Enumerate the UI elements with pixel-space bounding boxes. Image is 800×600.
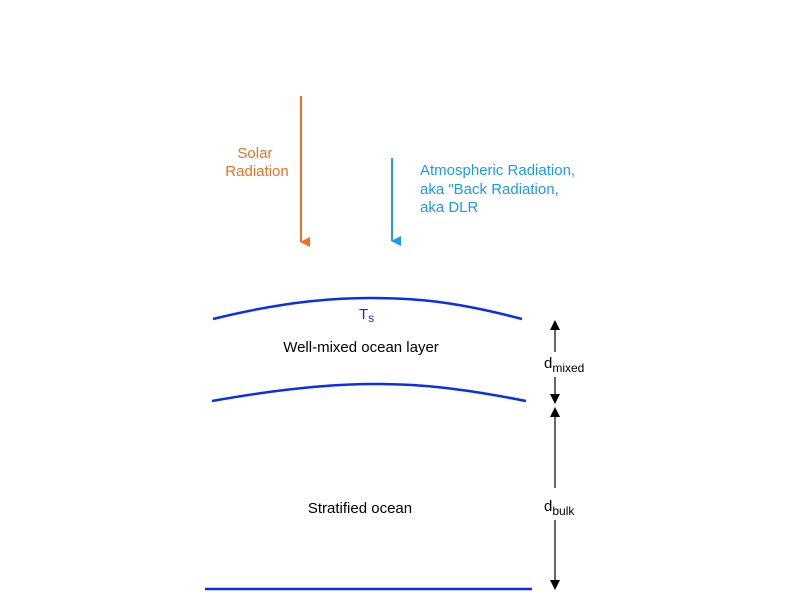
surface-temperature-label: Ts (359, 306, 374, 325)
ocean-surface-line (212, 296, 523, 321)
bulk-depth-dimension-arrow (550, 407, 560, 590)
mixed-layer-bottom-line (211, 382, 527, 403)
bulk-depth-label: dbulk (544, 498, 575, 518)
mixed-depth-label: dmixed (544, 355, 584, 375)
mixed-depth-dimension-arrow (550, 320, 560, 404)
mixed-layer-label: Well-mixed ocean layer (283, 339, 439, 356)
solar-radiation-label: Solar Radiation (225, 145, 288, 180)
atmospheric-radiation-label: Atmospheric Radiation, aka "Back Radiati… (420, 162, 579, 216)
stratified-ocean-label: Stratified ocean (308, 500, 412, 517)
